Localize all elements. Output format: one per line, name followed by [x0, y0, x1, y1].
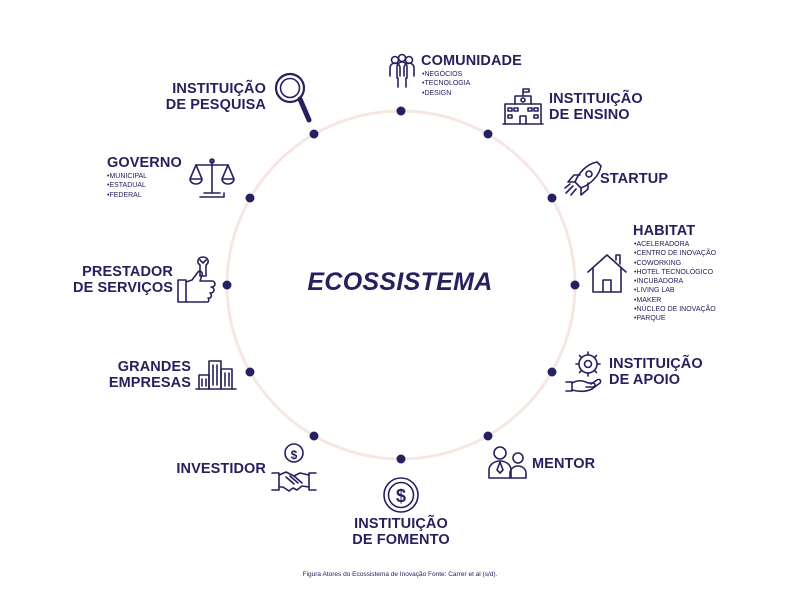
label-line: PRESTADOR: [82, 264, 173, 280]
school-building-icon: [502, 88, 544, 125]
subitem: •COWORKING: [634, 259, 682, 267]
label-grandes-empresas: GRANDES EMPRESAS: [60, 359, 191, 391]
node-governo: [245, 193, 255, 203]
label-line: INSTITUIÇÃO: [609, 356, 703, 372]
dollar-glyph-fomento: $: [396, 486, 406, 506]
label-startup: STARTUP: [600, 171, 668, 187]
subitem: •MAKER: [634, 296, 662, 304]
house-icon: [587, 254, 627, 293]
dollar-glyph-investidor: $: [291, 448, 298, 462]
dollar-coin-icon: [383, 477, 419, 513]
label-line: COMUNIDADE: [421, 53, 522, 69]
label-habitat: HABITAT: [633, 223, 695, 239]
figure-caption: Figura Atores do Ecossistema de Inovação…: [302, 571, 498, 578]
label-prestador-servicos: PRESTADOR DE SERVIÇOS: [40, 264, 173, 296]
label-line: INVESTIDOR: [176, 461, 266, 477]
label-mentor: MENTOR: [532, 456, 595, 472]
subitem: •DESIGN: [422, 89, 452, 97]
label-governo: GOVERNO: [107, 155, 182, 171]
people-group-icon: [389, 53, 415, 88]
scales-icon: [189, 158, 235, 198]
label-line: DE APOIO: [609, 372, 681, 388]
node-instituicao-fomento: [396, 454, 406, 464]
subitem: •TECNOLOGIA: [422, 80, 471, 88]
rocket-icon: [564, 161, 602, 196]
handshake-dollar-icon: [271, 443, 317, 492]
label-line: GRANDES: [117, 359, 191, 375]
node-startup: [547, 193, 557, 203]
subitem: •NEGÓCIOS: [422, 71, 463, 78]
subitem: •PARQUE: [634, 315, 666, 323]
node-mentor: [483, 431, 493, 441]
node-grandes-empresas: [245, 367, 255, 377]
subitems-comunidade: •NEGÓCIOS •TECNOLOGIA •DESIGN: [422, 70, 470, 98]
label-line: INSTITUIÇÃO: [549, 91, 643, 107]
label-instituicao-fomento: INSTITUIÇÃO DE FOMENTO: [330, 516, 472, 548]
subitem: •FEDERAL: [107, 191, 142, 199]
node-comunidade: [396, 106, 406, 116]
label-instituicao-ensino: INSTITUIÇÃO DE ENSINO: [549, 91, 643, 123]
subitem: •ESTADUAL: [107, 182, 146, 190]
node-investidor: [309, 431, 319, 441]
node-instituicao-apoio: [547, 367, 557, 377]
subitem: •CENTRO DE INOVAÇÃO: [634, 250, 717, 258]
label-line: INSTITUIÇÃO: [172, 81, 266, 97]
mentor-people-icon: [488, 446, 527, 479]
subitem: •NÚCLEO DE INOVAÇÃO: [634, 306, 716, 314]
subitems-governo: •MUNICIPAL •ESTADUAL •FEDERAL: [107, 172, 147, 200]
label-line: DE FOMENTO: [352, 532, 450, 548]
diagram-title: ECOSSISTEMA: [307, 268, 493, 296]
wrench-hand-icon: [177, 256, 216, 303]
label-line: DE PESQUISA: [165, 97, 266, 113]
label-line: DE ENSINO: [549, 107, 630, 123]
label-line: HABITAT: [633, 223, 696, 239]
label-line: GOVERNO: [107, 155, 182, 171]
label-instituicao-pesquisa: INSTITUIÇÃO DE PESQUISA: [130, 81, 266, 113]
magnifier-icon: [274, 72, 312, 123]
label-line: INSTITUIÇÃO: [354, 516, 448, 532]
subitems-habitat: •ACELERADORA •CENTRO DE INOVAÇÃO •COWORK…: [634, 240, 716, 324]
label-line: MENTOR: [532, 456, 596, 472]
subitem: •INCUBADORA: [634, 278, 684, 286]
buildings-icon: [195, 360, 237, 390]
label-investidor: INVESTIDOR: [140, 461, 266, 477]
subitem: •LIVING LAB: [634, 287, 675, 295]
label-line: STARTUP: [600, 171, 669, 187]
label-instituicao-apoio: INSTITUIÇÃO DE APOIO: [609, 356, 703, 388]
label-line: EMPRESAS: [108, 375, 191, 391]
node-habitat: [570, 280, 580, 290]
ring-nodes: [222, 106, 580, 464]
node-prestador-servicos: [222, 280, 232, 290]
subitem: •HOTEL TECNOLÓGICO: [634, 268, 714, 276]
label-comunidade: COMUNIDADE: [421, 53, 522, 69]
node-instituicao-pesquisa: [309, 129, 319, 139]
subitem: •ACELERADORA: [634, 241, 690, 248]
node-instituicao-ensino: [483, 129, 493, 139]
subitem: •MUNICIPAL: [107, 173, 148, 180]
gear-hand-icon: [565, 351, 602, 393]
label-line: DE SERVIÇOS: [73, 280, 173, 296]
